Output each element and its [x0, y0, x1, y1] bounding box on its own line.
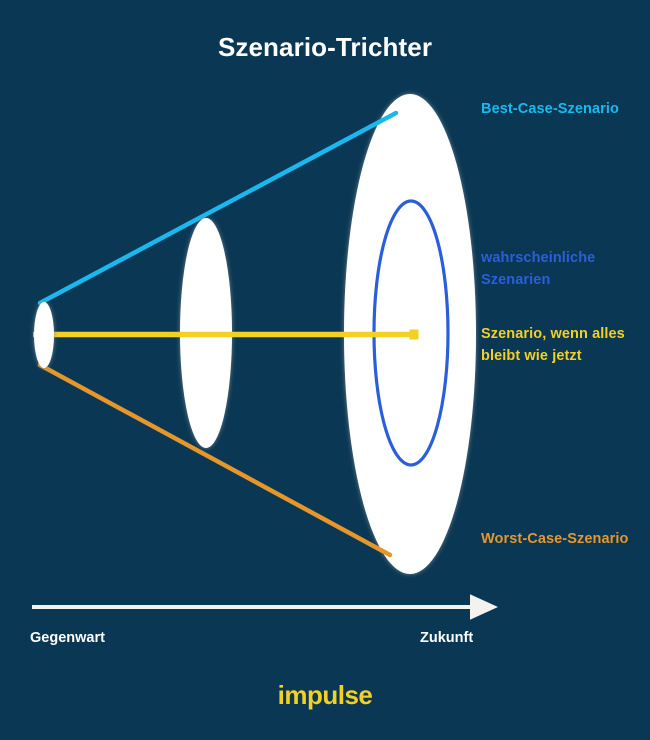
worst-case-line	[37, 362, 393, 558]
best-case-line	[37, 110, 399, 306]
present-ellipse	[34, 302, 54, 368]
page-title: Szenario-Trichter	[217, 32, 433, 62]
label-best-case: Best-Case-Szenario	[481, 101, 619, 117]
label-probable-scenarios: wahrscheinliche Szenarien	[481, 250, 596, 289]
impulse-logo: impulse	[277, 680, 373, 710]
status-quo-endpoint-marker	[409, 329, 419, 340]
label-worst-case: Worst-Case-Szenario	[481, 531, 629, 547]
label-status-quo: Szenario, wenn alles bleibt wie jetzt	[481, 326, 625, 365]
axis-label-future: Zukunft	[420, 630, 474, 646]
axis-label-present: Gegenwart	[30, 630, 105, 646]
